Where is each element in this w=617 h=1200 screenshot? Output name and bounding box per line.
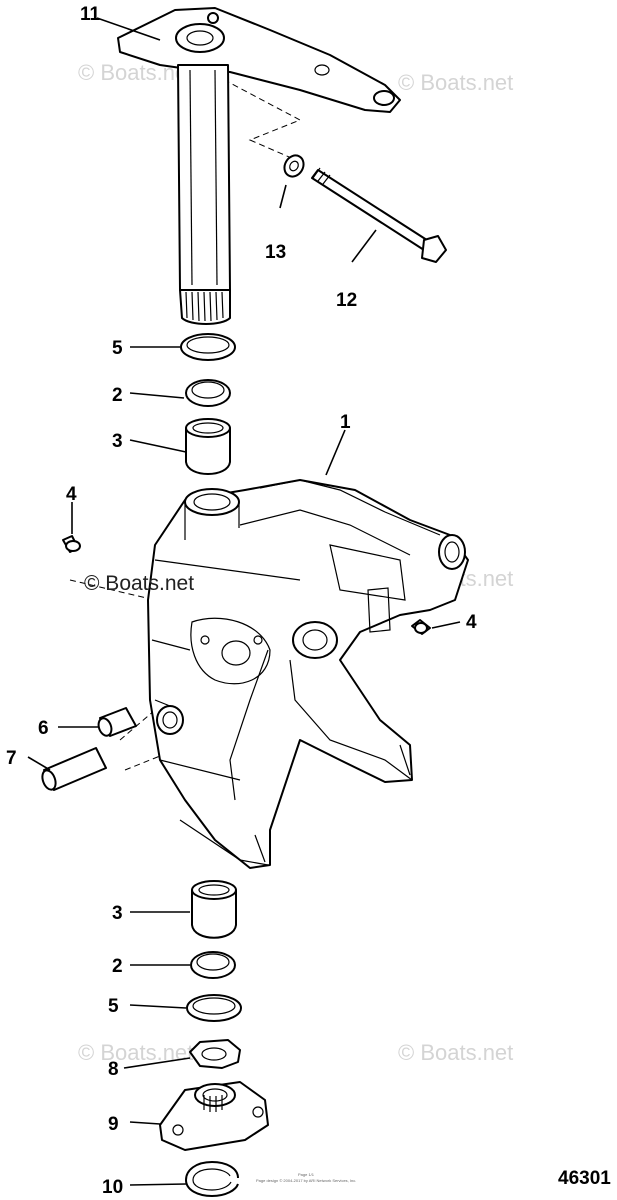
part-1-swivel-bracket — [147, 479, 469, 869]
part-4-grease-fitting-left — [62, 535, 81, 553]
part-5-upper-ring — [180, 333, 236, 361]
part-12-bolt — [311, 167, 447, 263]
callout-10: 10 — [102, 1177, 123, 1198]
part-6-short-pin — [97, 707, 137, 737]
watermark-bottom-left: © Boats.net — [78, 1040, 193, 1065]
callout-5-upper: 5 — [112, 338, 123, 359]
callout-6: 6 — [38, 718, 49, 739]
part-5-lower-ring — [186, 994, 242, 1022]
callout-4-right: 4 — [466, 612, 477, 633]
part-11-steering-arm-and-shaft — [117, 7, 401, 325]
part-2-upper-ring — [185, 379, 231, 407]
part-3-lower-sleeve — [191, 880, 237, 939]
part-10-snap-ring — [185, 1161, 239, 1197]
part-7-long-pin — [41, 747, 107, 791]
callout-5-lower: 5 — [108, 996, 119, 1017]
callout-4-left: 4 — [66, 484, 77, 505]
copyright-line-2: Page design © 2004-2017 by ARI Network S… — [256, 1178, 356, 1183]
callout-7: 7 — [6, 748, 17, 769]
part-4-grease-fitting-right — [411, 619, 431, 635]
part-13-washer — [283, 154, 305, 178]
figure-number: 46301 — [558, 1168, 611, 1189]
callout-9: 9 — [108, 1114, 119, 1135]
callout-13: 13 — [265, 242, 286, 263]
callout-3-lower: 3 — [112, 903, 123, 924]
part-3-upper-sleeve — [185, 418, 231, 475]
callout-12: 12 — [336, 290, 357, 311]
part-9-lower-yoke — [159, 1081, 269, 1151]
watermark-top-right: © Boats.net — [398, 70, 513, 95]
callout-8: 8 — [108, 1059, 119, 1080]
part-2-lower-ring — [190, 951, 236, 979]
callout-2-upper: 2 — [112, 385, 123, 406]
callout-11: 11 — [80, 4, 101, 25]
callout-2-lower: 2 — [112, 956, 123, 977]
callout-3-upper: 3 — [112, 431, 123, 452]
callout-1: 1 — [340, 412, 351, 433]
watermark-main: © Boats.net — [84, 572, 194, 595]
leader-lines — [27, 17, 461, 1186]
watermark-bottom-right: © Boats.net — [398, 1040, 513, 1065]
callout-labels: 11 13 12 5 2 3 1 4 4 6 7 3 2 5 8 9 10 — [6, 4, 477, 1198]
copyright-line-1: Page 1/1 — [298, 1172, 315, 1177]
part-8-lock-washer — [189, 1039, 241, 1069]
